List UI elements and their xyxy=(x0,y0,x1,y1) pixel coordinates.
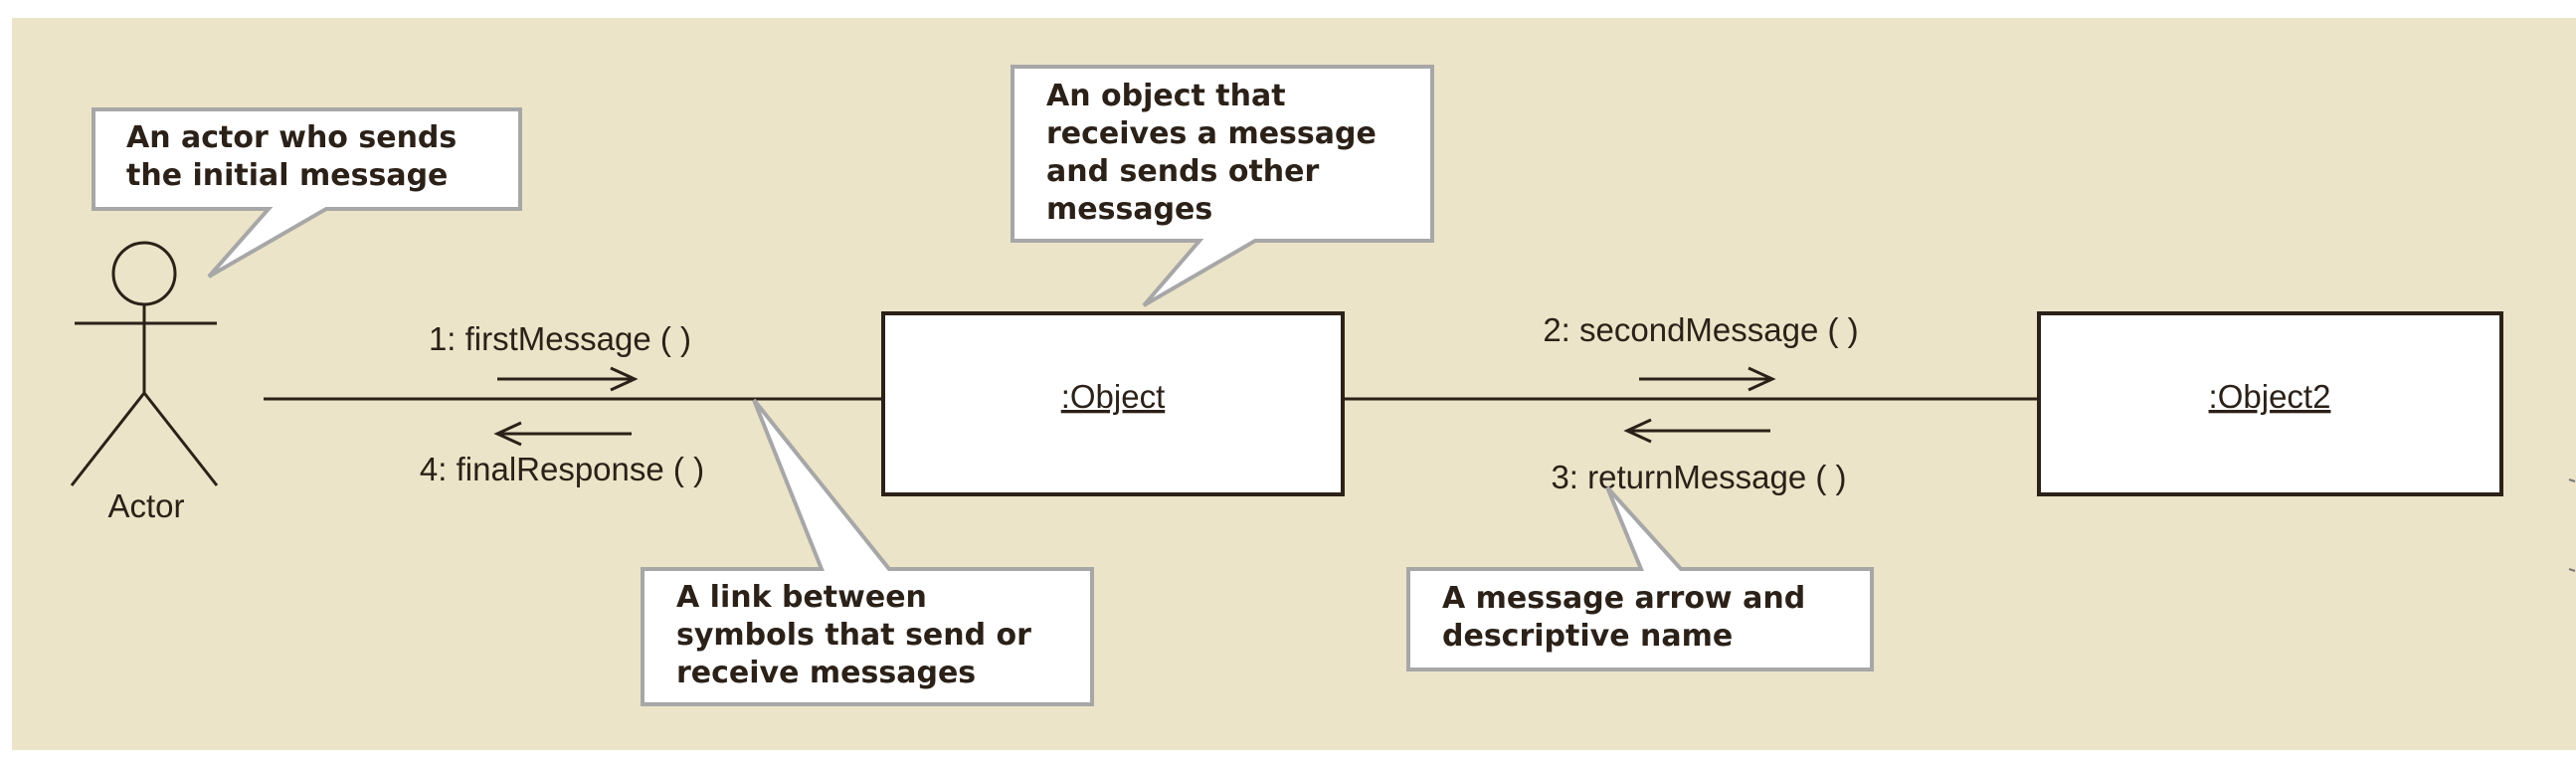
message-arrow-first xyxy=(497,366,639,392)
callout-link-bubble xyxy=(641,398,1094,706)
message-label-return: 3: returnMessage ( ) xyxy=(1551,459,1846,495)
object2-label: :Object2 xyxy=(2209,378,2331,415)
message-label-first: 1: firstMessage ( ) xyxy=(429,320,691,357)
message-arrow-return xyxy=(1623,418,1770,444)
message-arrow-second xyxy=(1639,366,1776,392)
callout-message-bubble xyxy=(1406,485,1874,671)
message-arrow-final-response xyxy=(493,421,632,447)
callout-actor-text: An actor who sends the initial message xyxy=(126,120,467,193)
object-label: :Object xyxy=(1061,378,1166,415)
edge-mark-bottom xyxy=(2568,568,2576,572)
callout-message-text: A message arrow and descriptive name xyxy=(1442,581,1816,654)
actor-right-leg xyxy=(142,392,219,486)
callout-object-bubble xyxy=(1011,65,1434,307)
message-label-final-response: 4: finalResponse ( ) xyxy=(420,451,704,487)
callout-link-text: A link between symbols that send or rece… xyxy=(676,580,1041,690)
callout-object-text: An object that receives a message and se… xyxy=(1046,79,1386,227)
object-box xyxy=(881,311,1345,496)
object2-box xyxy=(2037,311,2503,496)
edge-mark-top xyxy=(2568,478,2576,482)
actor-figure xyxy=(70,241,219,486)
actor-label: Actor xyxy=(107,487,184,524)
message-label-second: 2: secondMessage ( ) xyxy=(1543,311,1858,348)
actor-left-leg xyxy=(70,392,146,486)
callout-actor-bubble xyxy=(92,107,522,279)
